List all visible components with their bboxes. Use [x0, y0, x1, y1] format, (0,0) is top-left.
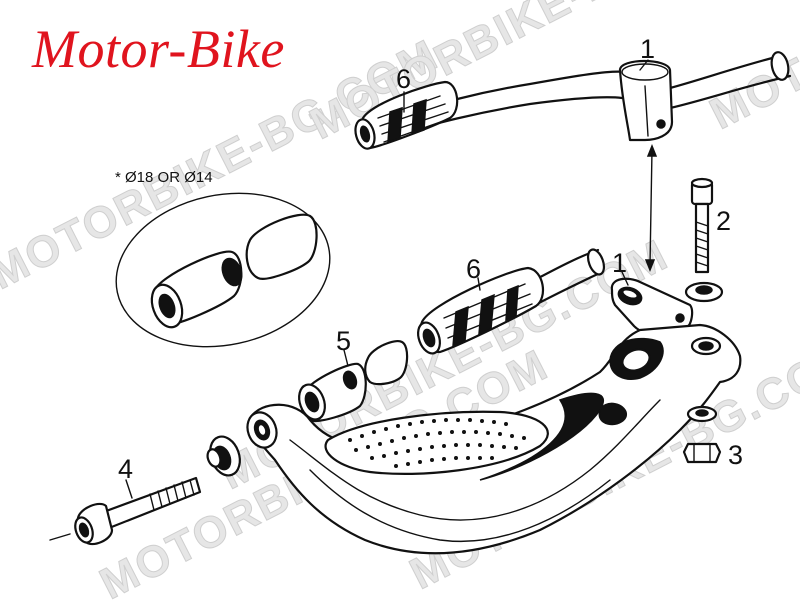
callout-numbers: 1 6 2 1 6 5 4 3	[118, 34, 743, 484]
callout-1-top: 1	[640, 34, 655, 64]
handguard	[246, 323, 742, 555]
handlebar-top	[393, 51, 792, 142]
callout-3: 3	[728, 440, 743, 470]
leader-lines	[49, 59, 649, 541]
assembly-arrow	[644, 143, 658, 273]
bolt-2	[684, 177, 724, 303]
callout-5: 5	[336, 326, 351, 356]
dot-pattern	[348, 418, 526, 468]
callout-6-top: 6	[396, 64, 411, 94]
grip-lower	[417, 266, 545, 355]
inset-detail	[115, 192, 331, 348]
callout-1-mid: 1	[612, 248, 627, 278]
callout-2: 2	[716, 206, 731, 236]
sleeve-5	[298, 340, 409, 422]
callout-4: 4	[118, 454, 133, 484]
bolt-4	[74, 435, 241, 546]
callout-6-mid: 6	[466, 254, 481, 284]
brand-title: Motor-Bike	[32, 19, 285, 79]
nut-washer-3	[682, 405, 722, 464]
clamp-1	[610, 277, 694, 336]
grip-top	[354, 80, 459, 150]
size-note: * Ø18 OR Ø14	[115, 169, 213, 186]
